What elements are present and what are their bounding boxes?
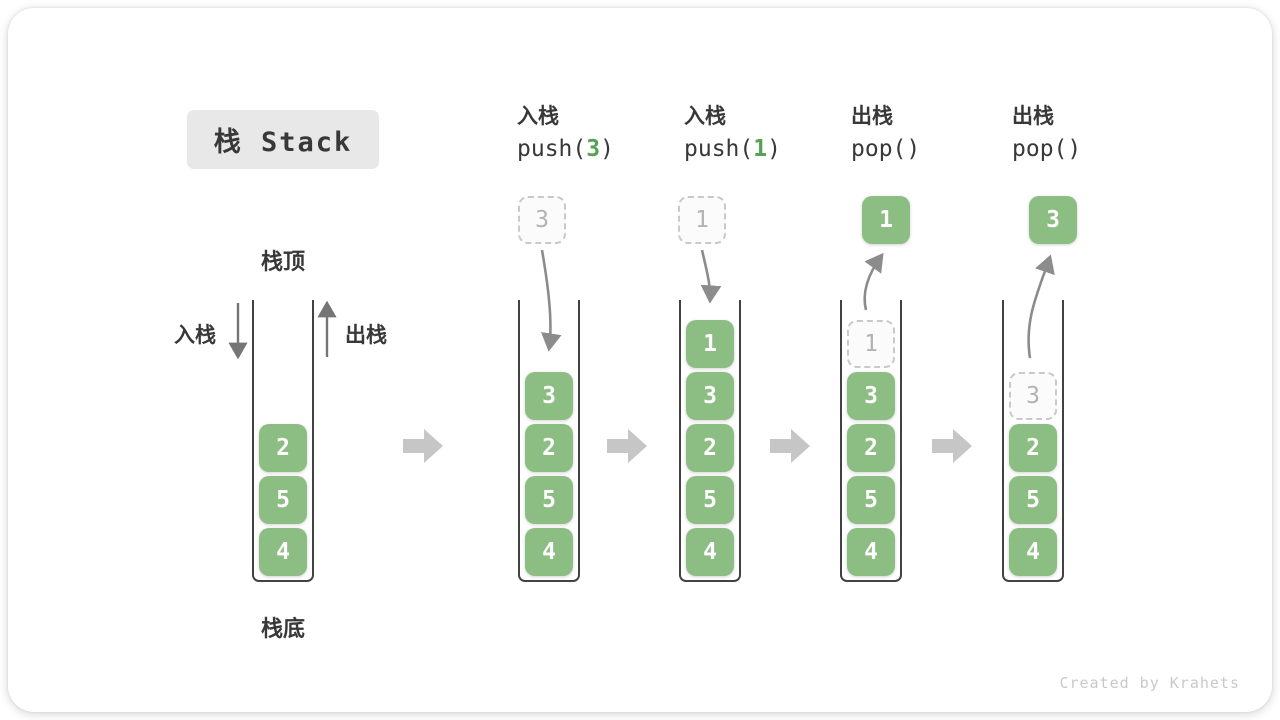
code-post: ) [600,136,614,162]
step-caption-push-1: 入栈 push(1) [684,106,781,161]
step-caption-zh: 入栈 [517,105,559,128]
stack-element: 4 [1009,528,1057,576]
stack-element: 2 [847,424,895,472]
step-caption-code: push(3) [517,138,614,161]
stack-element: 4 [525,528,573,576]
code-pre: push( [684,136,754,162]
step-caption-code: pop() [1012,138,1081,161]
stack-element: 5 [259,476,307,524]
floating-value-push-1: 1 [678,196,726,244]
stack-element: 3 [847,372,895,420]
stack-element: 5 [686,476,734,524]
step-caption-code: pop() [851,138,920,161]
step-caption-push-3: 入栈 push(3) [517,106,614,161]
stack-element: 5 [1009,476,1057,524]
stack-element: 4 [847,528,895,576]
step-caption-zh: 出栈 [851,105,893,128]
stack-element: 2 [686,424,734,472]
stack-top-label: 栈顶 [260,249,305,274]
stack-element: 5 [847,476,895,524]
stack-element: 3 [525,372,573,420]
step-caption-code: push(1) [684,138,781,161]
step-caption-zh: 出栈 [1012,105,1054,128]
pop-side-label: 出栈 [345,324,387,347]
step-caption-zh: 入栈 [684,105,726,128]
stack-element: 3 [686,372,734,420]
stack-element: 1 [686,320,734,368]
code-post: ) [906,136,921,162]
stack-element: 2 [259,424,307,472]
code-arg: 3 [586,136,601,162]
stack-element: 4 [259,528,307,576]
watermark: Created by Krahets [1059,674,1240,692]
step-caption-pop-3: 出栈 pop() [1012,106,1081,161]
code-pre: push( [517,136,587,162]
floating-value-pop-3: 3 [1029,196,1077,244]
stack-bottom-label: 栈底 [260,616,305,641]
stack-element: 4 [686,528,734,576]
code-arg: 1 [753,136,768,162]
stack-element: 1 [847,320,895,368]
diagram-title: 栈 Stack [187,110,379,169]
stack-element: 2 [1009,424,1057,472]
floating-value-push-3: 3 [518,196,566,244]
stack-element: 5 [525,476,573,524]
code-post: ) [767,136,781,162]
push-side-label: 入栈 [174,324,216,347]
step-caption-pop-1: 出栈 pop() [851,106,920,161]
code-post: ) [1067,136,1082,162]
code-pre: pop( [851,136,907,162]
stack-element: 3 [1009,372,1057,420]
code-pre: pop( [1012,136,1068,162]
floating-value-pop-1: 1 [862,196,910,244]
stack-element: 2 [525,424,573,472]
